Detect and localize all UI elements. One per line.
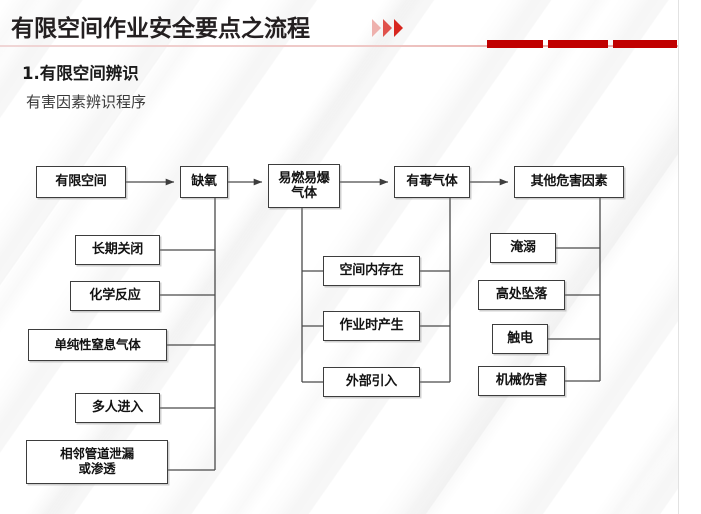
flow-node-label: 单纯性窒息气体: [54, 336, 141, 352]
flow-node-oxygen-deficiency[interactable]: 缺氧: [180, 166, 228, 198]
flow-node-other-hazards[interactable]: 其他危害因素: [514, 166, 624, 198]
flow-node-flammable-gas[interactable]: 易燃易爆 气体: [268, 164, 340, 208]
flow-node-label: 触电: [507, 331, 533, 347]
flow-node-label: 有限空间: [55, 174, 107, 190]
flow-node-label: 淹溺: [510, 240, 536, 256]
chevron-right-icon-3: [394, 19, 403, 37]
flow-node-label: 多人进入: [91, 400, 144, 416]
flow-node-label: 外部引入: [345, 374, 398, 390]
flow-node-adjacent-pipe-leak[interactable]: 相邻管道泄漏 或渗透: [26, 440, 168, 484]
flow-node-label: 缺氧: [191, 174, 217, 190]
flow-node-label: 机械伤害: [495, 373, 548, 389]
flow-node-chemical-reaction[interactable]: 化学反应: [70, 281, 160, 311]
flow-node-present-in-space[interactable]: 空间内存在: [323, 256, 420, 286]
flow-node-label: 有毒气体: [406, 174, 458, 190]
flow-node-fall-from-height[interactable]: 高处坠落: [478, 280, 565, 310]
flow-node-generated-during-work[interactable]: 作业时产生: [323, 311, 420, 341]
flow-node-label: 空间内存在: [339, 263, 404, 279]
flow-node-toxic-gas[interactable]: 有毒气体: [394, 166, 470, 198]
page-title: 有限空间作业安全要点之流程: [11, 16, 310, 42]
flow-node-mechanical-injury[interactable]: 机械伤害: [478, 366, 565, 396]
flow-node-long-term-closed[interactable]: 长期关闭: [75, 235, 160, 265]
flow-node-label: 作业时产生: [339, 318, 404, 334]
header-accent-bar-2: [548, 40, 608, 48]
flow-node-label: 相邻管道泄漏 或渗透: [60, 446, 134, 476]
header-divider: [0, 45, 678, 47]
flow-node-label: 化学反应: [89, 288, 141, 304]
flow-node-simple-asphyxiant-gas[interactable]: 单纯性窒息气体: [28, 329, 167, 361]
chevron-right-icon-2: [383, 19, 392, 37]
flow-node-label: 高处坠落: [495, 287, 548, 303]
flow-node-electric-shock[interactable]: 触电: [492, 324, 548, 354]
header-accent-bar-3: [613, 40, 677, 48]
flow-node-label: 易燃易爆 气体: [278, 170, 330, 201]
flow-node-external-intake[interactable]: 外部引入: [323, 367, 420, 397]
flow-node-multiple-entrants[interactable]: 多人进入: [75, 393, 160, 423]
header-accent-bar-1: [487, 40, 543, 48]
slide-right-margin: [678, 0, 701, 514]
chevron-right-icon-1: [372, 19, 381, 37]
flow-node-drowning[interactable]: 淹溺: [490, 233, 556, 263]
section-subtitle: 有害因素辨识程序: [26, 93, 147, 111]
slide-header: 有限空间作业安全要点之流程: [0, 0, 678, 50]
flow-node-confined-space[interactable]: 有限空间: [36, 166, 126, 198]
section-heading: 1.有限空间辨识: [22, 64, 139, 83]
flow-node-label: 其他危害因素: [530, 174, 608, 190]
flow-node-label: 长期关闭: [91, 242, 144, 258]
